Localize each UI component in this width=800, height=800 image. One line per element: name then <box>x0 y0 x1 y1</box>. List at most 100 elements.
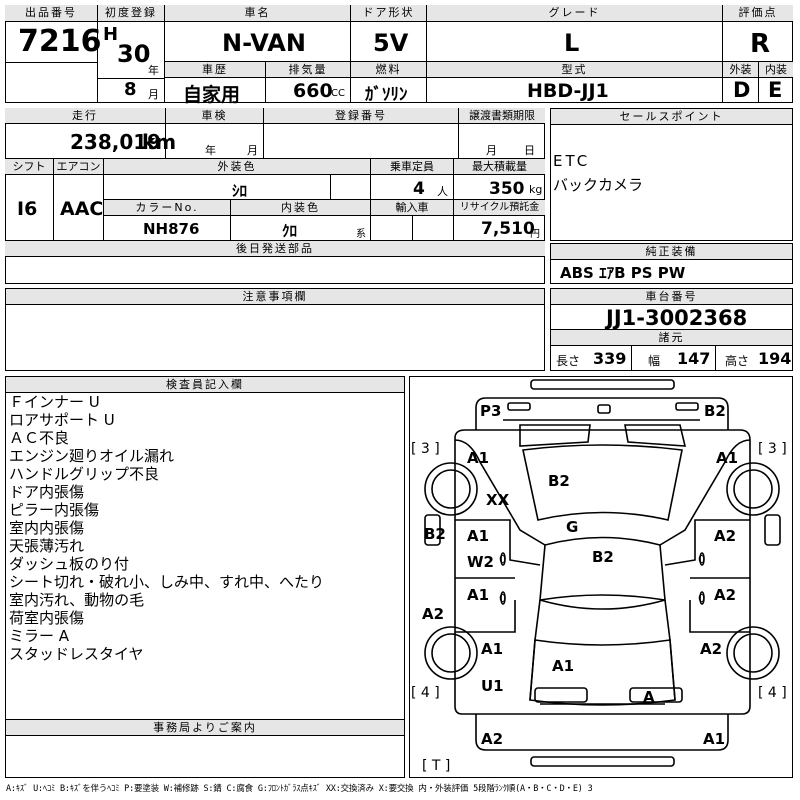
recycle-fee-header: リサイクル預託金 <box>454 200 545 216</box>
displacement-unit: CC <box>331 88 345 99</box>
handle-zero: 0 <box>698 553 705 566</box>
inspection-header: 車検 <box>166 108 263 124</box>
inspection-year-unit: 年 <box>205 144 216 157</box>
exterior-color-header: 外装色 <box>104 159 370 175</box>
exterior-color-value: ｼﾛ <box>232 182 248 200</box>
damage-mark: A2 <box>422 605 444 623</box>
damage-mark: A1 <box>716 449 738 467</box>
damage-mark: A1 <box>552 657 574 675</box>
ac-header: エアコン <box>54 159 103 175</box>
interior-color-header: 内装色 <box>231 200 370 216</box>
damage-mark: XX <box>486 491 510 509</box>
month-unit: 月 <box>148 88 159 101</box>
fuel-header: 燃料 <box>351 62 426 78</box>
inspector-line: ハンドルグリップ不良 <box>9 465 160 483</box>
interior-grade-header: 内装 <box>759 62 793 78</box>
chassis-header: 車台番号 <box>551 289 792 305</box>
inspector-line: ＡＣ不良 <box>9 429 70 447</box>
transfer-deadline-header: 譲渡書類期限 <box>459 108 545 124</box>
damage-mark: B2 <box>592 548 614 566</box>
damage-mark: A2 <box>481 730 503 748</box>
color-number-header: カラーNo. <box>104 200 230 216</box>
door-type-value: 5V <box>373 29 409 57</box>
notes-block <box>5 288 545 371</box>
model-name-value: N-VAN <box>222 29 306 57</box>
inspector-line: 室内汚れ、動物の毛 <box>9 591 145 609</box>
exterior-grade-header: 外装 <box>723 62 758 78</box>
import-header: 輸入車 <box>371 200 453 216</box>
shift-value: I6 <box>17 198 38 220</box>
lot-number-value: 7216 <box>18 24 102 59</box>
length-value: 339 <box>593 349 627 368</box>
office-notice-header: 事務局よりご案内 <box>6 720 404 736</box>
spare-tire-label: [ T ] <box>422 758 450 774</box>
ac-value: AAC <box>60 198 104 220</box>
model-name-header: 車名 <box>165 5 350 22</box>
inspector-line: ピラー内張傷 <box>9 501 100 519</box>
damage-code-legend: A:ｷｽﾞ U:ﾍｺﾐ B:ｷｽﾞを伴うﾍｺﾐ P:要塗装 W:補修跡 S:錆 … <box>6 784 593 794</box>
recycle-fee-unit: 円 <box>530 229 540 240</box>
mileage-value: 238,019 <box>70 130 162 154</box>
inspector-line: ダッシュ板のり付 <box>9 555 130 573</box>
damage-mark: A2 <box>714 586 736 604</box>
mileage-unit: km <box>142 130 177 154</box>
handle-zero: 0 <box>698 592 705 605</box>
length-label: 長さ <box>556 354 581 368</box>
registration-number-header: 登録番号 <box>264 108 458 124</box>
sales-point-header: セールスポイント <box>551 109 792 125</box>
model-code-value: HBD-JJ1 <box>527 80 609 102</box>
inspector-block <box>5 376 405 778</box>
displacement-value: 660 <box>293 80 333 102</box>
damage-mark: U1 <box>481 677 504 695</box>
history-value: 自家用 <box>183 84 241 106</box>
width-value: 147 <box>677 349 711 368</box>
chassis-value: JJ1-3002368 <box>606 306 748 330</box>
inspector-line: スタッドレスタイヤ <box>9 645 144 663</box>
damage-mark: A1 <box>467 449 489 467</box>
exterior-grade-value: D <box>733 78 751 102</box>
first-registration-header: 初度登録 <box>98 5 164 22</box>
damage-mark: B2 <box>424 525 446 543</box>
inspector-line: ドア内張傷 <box>9 483 85 501</box>
tire-tread-rear-right: [ 4 ] <box>758 685 787 701</box>
sales-point-line: ETC <box>553 152 591 170</box>
score-value: R <box>750 29 771 59</box>
grade-value: L <box>564 29 580 57</box>
inspector-line: ミラー A <box>9 627 70 645</box>
transfer-day-unit: 日 <box>524 144 535 157</box>
equipment-value: ABS ｴｱB PS PW <box>560 264 686 282</box>
height-label: 高さ <box>725 354 750 368</box>
damage-mark: A1 <box>467 527 489 545</box>
era-mark: H <box>103 24 119 45</box>
capacity-unit: 人 <box>437 185 448 198</box>
sales-point-line: バックカメラ <box>553 176 644 194</box>
damage-mark: B2 <box>548 472 570 490</box>
door-type-header: ドア形状 <box>351 5 426 22</box>
max-load-unit: kg <box>529 183 543 196</box>
interior-color-value: ｸﾛ <box>282 222 298 240</box>
first-registration-month: 8 <box>124 79 137 100</box>
damage-diagram-frame <box>409 376 793 778</box>
later-parts-header: 後日発送部品 <box>5 241 545 257</box>
damage-mark: G <box>566 518 578 536</box>
inspector-line: 荷室内張傷 <box>9 609 85 627</box>
inspector-header: 検査員記入欄 <box>6 377 404 393</box>
interior-grade-value: E <box>768 78 783 102</box>
tire-tread-rear-left: [ 4 ] <box>411 685 440 701</box>
year-unit: 年 <box>148 64 159 77</box>
model-code-header: 型式 <box>427 62 722 78</box>
inspector-lines: Ｆインナー U ロアサポート U ＡＣ不良 エンジン廻りオイル漏れ ハンドルグリ… <box>9 393 403 663</box>
damage-mark: W2 <box>467 553 494 571</box>
interior-color-unit: 系 <box>356 229 366 240</box>
damage-mark: A1 <box>703 730 725 748</box>
lot-number-header: 出品番号 <box>5 5 97 22</box>
capacity-value: 4 <box>413 179 425 199</box>
equipment-header: 純正装備 <box>551 244 792 260</box>
capacity-header: 乗車定員 <box>371 159 453 175</box>
score-header: 評価点 <box>723 5 793 22</box>
fuel-value: ｶﾞｿﾘﾝ <box>365 85 408 105</box>
history-header: 車歴 <box>165 62 265 78</box>
sales-point-block <box>550 108 793 241</box>
mileage-header: 走行 <box>5 108 165 124</box>
